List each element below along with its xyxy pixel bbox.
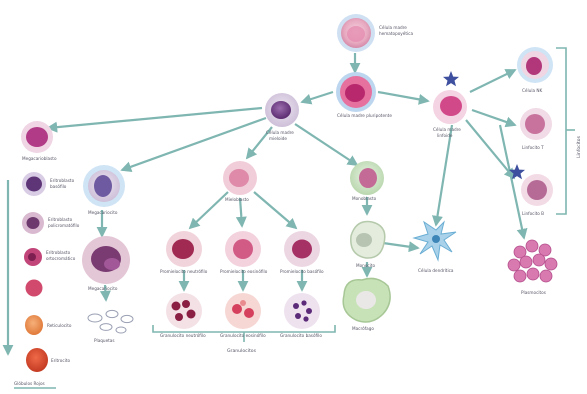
arrow-clp-b <box>466 120 514 178</box>
promyelocyte-basophil-cell <box>284 231 320 267</box>
arrow-clp-t <box>472 110 515 125</box>
label-reticulocyte: Reticulocito <box>47 323 72 328</box>
promegakaryocyte-cell <box>83 165 125 207</box>
reticulocyte-cell <box>25 315 43 335</box>
label-erythrocyte: Eritrocito <box>51 358 70 363</box>
label-platelets: Plaquetas <box>94 338 115 343</box>
orthochromatic-erythroblast-cell <box>24 248 42 266</box>
label-basophilic-erythroblast-2: basófilo <box>50 184 67 189</box>
cmp-cell <box>265 93 299 127</box>
eosinophil-cell <box>225 293 261 329</box>
label-macrophage: Macrófago <box>352 326 374 331</box>
label-hsc-2: hematopoyética <box>379 31 413 36</box>
label-basophilic-erythroblast-1: Eritroblasto <box>50 178 75 183</box>
t-cell <box>520 108 552 140</box>
label-polychromatic-1: Eritroblasto <box>48 217 73 222</box>
label-megakaryoblast: Megacarioblasto <box>22 156 57 161</box>
neutrophil-cell <box>166 293 202 329</box>
label-lymphocytes: Linfocitos <box>576 135 582 158</box>
monocyte-cell <box>351 222 385 259</box>
label-basophil: Granulocito basófilo <box>280 333 322 338</box>
label-t: Linfocito T <box>522 145 544 150</box>
label-orthochromatic-2: ortocromático <box>46 256 76 261</box>
dendritic-cell <box>414 222 456 260</box>
label-erythrocyte-footer: Glóbulos Rojos <box>14 381 45 386</box>
star-icon <box>443 71 459 86</box>
macrophage-cell <box>343 278 390 322</box>
arrow-mpp-clp <box>378 92 428 101</box>
label-neutrophil: Granulocito neutrófilo <box>160 333 206 338</box>
label-clp-1: Célula madre <box>433 127 461 132</box>
label-granulocytes: Granulocitos <box>227 348 257 354</box>
label-mpp: Célula madre pluripotente <box>337 113 392 118</box>
label-myeloblast: Mieloblasto <box>225 197 249 202</box>
platelets-group <box>88 310 133 333</box>
label-monoblast: Monoblasto <box>352 196 377 201</box>
b-cell <box>521 174 553 206</box>
promyelocyte-neutrophil-cell <box>166 231 202 267</box>
promyelocyte-eosinophil-cell <box>225 231 261 267</box>
arrow-cmp-megakaryoblast <box>48 108 262 128</box>
label-nk: Célula NK <box>522 88 543 93</box>
bracket-lymphocytes <box>556 48 566 214</box>
label-monocyte: Monocito <box>356 263 375 268</box>
arrow-monocyte-dendritic <box>383 243 418 248</box>
label-promyelocyte-e: Promielocito eosinófilo <box>220 269 268 274</box>
label-clp-2: linfoide <box>437 133 453 138</box>
label-eosinophil: Granulocito eosinófilo <box>220 333 266 338</box>
plasma-cells-group <box>508 240 557 282</box>
label-orthochromatic-1: Eritroblasto <box>46 250 71 255</box>
myeloblast-cell <box>223 161 257 195</box>
arrow-clp-dendritic <box>436 125 452 225</box>
arrow-myeloblast-n <box>190 192 228 228</box>
label-cmp-1: Célula madre <box>266 130 294 135</box>
arrow-clp-nk <box>470 70 515 92</box>
megakaryocyte-cell <box>82 236 130 284</box>
label-promyelocyte-n: Promielocito neutrófilo <box>160 269 208 274</box>
label-polychromatic-2: policromatófilo <box>48 223 80 228</box>
mpp-cell <box>336 72 376 112</box>
label-b: Linfocito B <box>522 211 544 216</box>
basophil-cell <box>284 293 320 329</box>
erythrocyte-cell <box>26 348 48 372</box>
label-megakaryocyte-1: Megacariocito <box>88 210 118 215</box>
label-dendritic: Célula dendrítica <box>418 268 454 273</box>
clp-cell <box>433 90 467 124</box>
label-cmp-2: mieloide <box>269 136 287 141</box>
label-plasma: Plasmocitos <box>521 290 546 295</box>
label-promyelocyte-b: Promielocito basófilo <box>280 269 324 274</box>
label-hsc-1: Célula madre <box>379 25 407 30</box>
polychromatic-erythroblast-cell <box>22 212 44 234</box>
nk-cell <box>517 47 553 83</box>
basophilic-erythroblast-cell <box>22 172 46 196</box>
hsc-cell <box>337 14 375 52</box>
megakaryoblast-cell <box>21 121 53 153</box>
label-megakaryocyte-2: Megacariocito <box>88 286 118 291</box>
arrow-b-plasma <box>500 125 524 238</box>
arrow-myeloblast-e <box>240 198 242 226</box>
arrow-myeloblast-b <box>254 192 296 228</box>
orthochromatic-erythroblast-cell-2 <box>26 280 43 297</box>
arrow-mpp-cmp <box>302 92 333 102</box>
monoblast-cell <box>350 161 384 195</box>
arrow-cmp-monoblast <box>295 124 357 165</box>
